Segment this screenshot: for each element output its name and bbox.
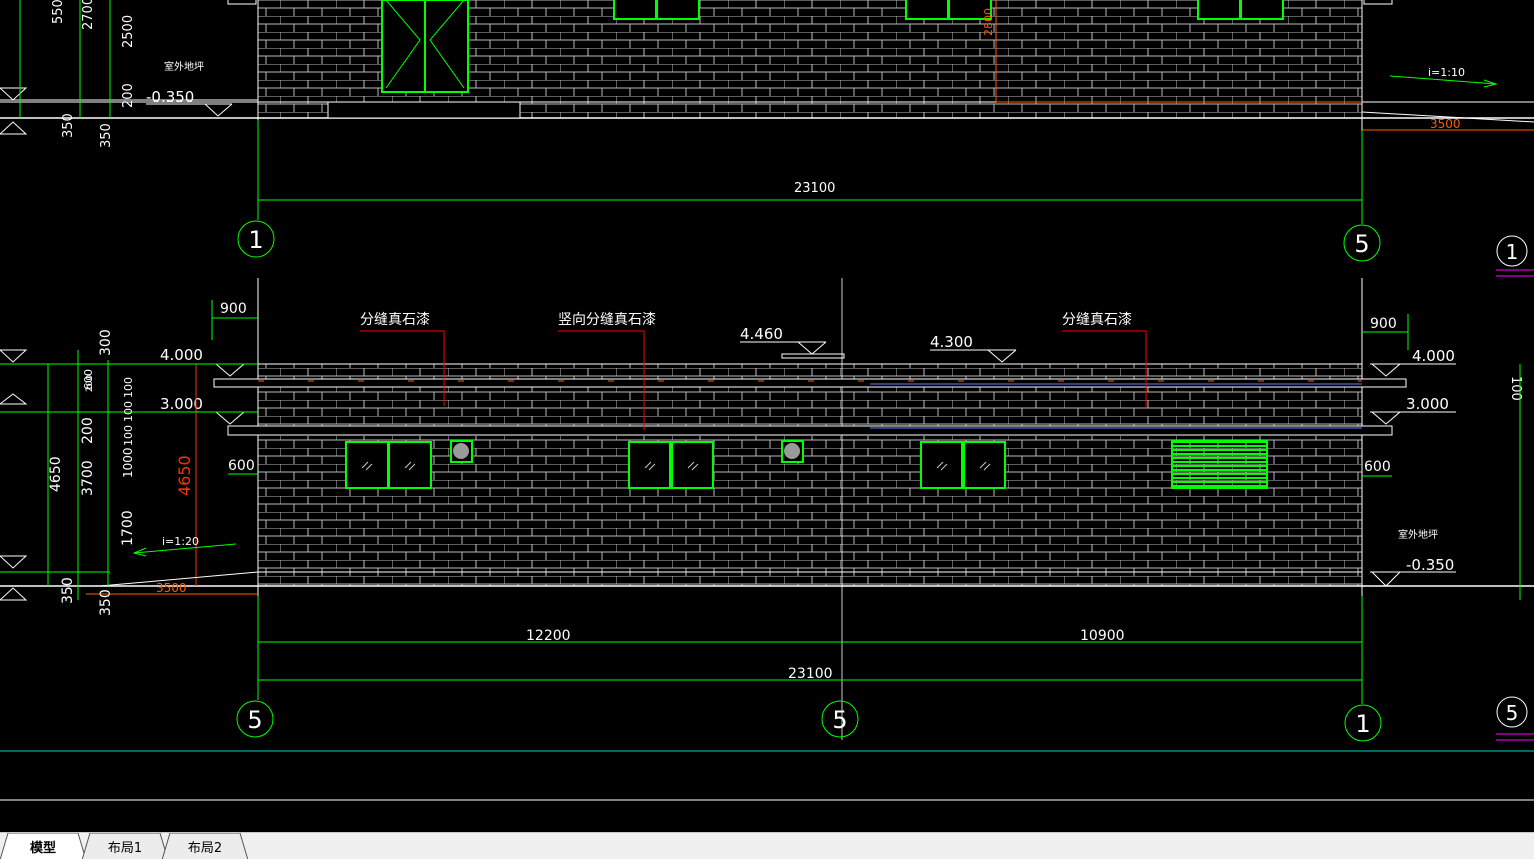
dim-1000: 1000	[121, 447, 135, 478]
dim-600-inner: 600	[82, 369, 95, 390]
bottom-overall-dim: 23100	[788, 666, 833, 682]
tab-model-label: 模型	[29, 841, 56, 856]
level-4460: 4.460	[740, 325, 783, 343]
top-elevation: 2800 3500 i=1:10 室外地坪 -0.350 550 2700 25…	[0, 0, 1534, 277]
right-dim-100: 100	[1508, 376, 1523, 401]
top-slope: i=1:10	[1428, 66, 1465, 79]
dim-4650-left: 4650	[48, 456, 64, 492]
dim-600-left: 600	[228, 458, 255, 474]
dim-200-mid: 200	[80, 417, 96, 444]
bottom-axis-label-1: 1	[1355, 710, 1370, 738]
dim-12200: 12200	[526, 628, 571, 644]
tab-layout2[interactable]: 布局2	[162, 833, 248, 859]
bottom-axis-label-5a: 5	[247, 706, 262, 734]
note-fenfeng-right: 分缝真石漆	[1062, 312, 1132, 328]
dim-100-inner: 100	[122, 377, 135, 398]
tab-model[interactable]: 模型	[0, 833, 86, 859]
top-dim-550: 550	[51, 0, 66, 24]
section-mark-5: 5	[1506, 701, 1519, 725]
top-axis-label-5: 5	[1354, 230, 1369, 258]
bottom-axis-label-5b: 5	[832, 706, 847, 734]
tab-layout1-label: 布局1	[107, 841, 143, 856]
level-4000-left: 4.000	[160, 346, 203, 364]
note-vertical-fenfeng: 竖向分缝真石漆	[558, 312, 656, 328]
top-windows	[613, 0, 1284, 20]
layout-tab-bar: 模型 布局1 布局2	[0, 832, 1534, 859]
level-3000-right: 3.000	[1406, 395, 1449, 413]
section-mark-1-circle	[1496, 235, 1528, 267]
dim-200-small: 200	[85, 375, 95, 392]
top-dim-3500: 3500	[1430, 117, 1461, 131]
top-dim-2500: 2500	[121, 15, 136, 48]
top-axis-label-1: 1	[248, 226, 263, 254]
dim-350-left: 350	[60, 577, 76, 604]
dim-3700: 3700	[80, 460, 96, 496]
dim-350-mid: 350	[98, 589, 114, 616]
dim-100-small-b: 100	[122, 425, 135, 446]
top-dim-350a: 350	[61, 113, 76, 138]
bottom-dim-3500: 3500	[156, 581, 187, 595]
bottom-axis-bubble-5a	[236, 700, 274, 738]
bottom-outdoor-level: -0.350	[1406, 556, 1454, 574]
top-outdoor-label: 室外地坪	[164, 60, 204, 73]
bottom-axis-bubble-5b	[821, 700, 859, 738]
dim-100-small-a: 100	[122, 401, 135, 422]
top-step	[327, 101, 521, 119]
top-axis-bubble-5	[1343, 224, 1381, 262]
bottom-outdoor-label: 室外地坪	[1398, 528, 1438, 541]
top-plinth	[258, 102, 1362, 118]
section-mark-1: 1	[1506, 240, 1519, 264]
tab-layout1[interactable]: 布局1	[82, 833, 168, 859]
level-4000-right: 4.000	[1412, 347, 1455, 365]
top-dim-2700: 2700	[81, 0, 96, 30]
eave-band-lower	[227, 425, 1393, 436]
dim-10900: 10900	[1080, 628, 1125, 644]
top-dim-350b: 350	[99, 123, 114, 148]
bottom-brick-wall-upper	[258, 364, 1362, 428]
level-3000-left: 3.000	[160, 395, 203, 413]
right-dim-200-b: 200	[1530, 424, 1534, 449]
tab-layout2-label: 布局2	[187, 841, 223, 856]
top-axis-bubble-1	[237, 220, 275, 258]
eave-band-upper	[213, 378, 1407, 388]
dim-900-left: 900	[220, 301, 247, 317]
note-fenfeng-left: 分缝真石漆	[360, 312, 430, 328]
bottom-axis-bubble-1	[1344, 704, 1382, 742]
section-mark-5-circle	[1496, 696, 1528, 728]
louver-window	[1171, 440, 1268, 489]
bottom-windows	[345, 441, 1006, 489]
cad-drawing-canvas[interactable]: 2800 3500 i=1:10 室外地坪 -0.350 550 2700 25…	[0, 0, 1534, 832]
top-door	[381, 0, 469, 93]
top-outdoor-level: -0.350	[146, 88, 194, 106]
bottom-elevation: 分缝真石漆 竖向分缝真石漆 分缝真石漆 4.460 4.300 4.000 3.…	[0, 278, 1534, 742]
dim-1700: 1700	[120, 510, 136, 546]
dim-300: 300	[98, 329, 114, 356]
top-dim-2800: 2800	[982, 8, 995, 36]
round-vents	[450, 440, 804, 463]
dim-600-right: 600	[1364, 459, 1391, 475]
dim-4650-red: 4650	[175, 455, 194, 496]
right-dim-200-a: 200	[1530, 370, 1534, 395]
bottom-slope: i=1:20	[162, 535, 199, 548]
dim-900-right: 900	[1370, 316, 1397, 332]
level-4300: 4.300	[930, 333, 973, 351]
top-dim-200: 200	[121, 83, 136, 108]
top-overall-dim: 23100	[794, 181, 835, 196]
